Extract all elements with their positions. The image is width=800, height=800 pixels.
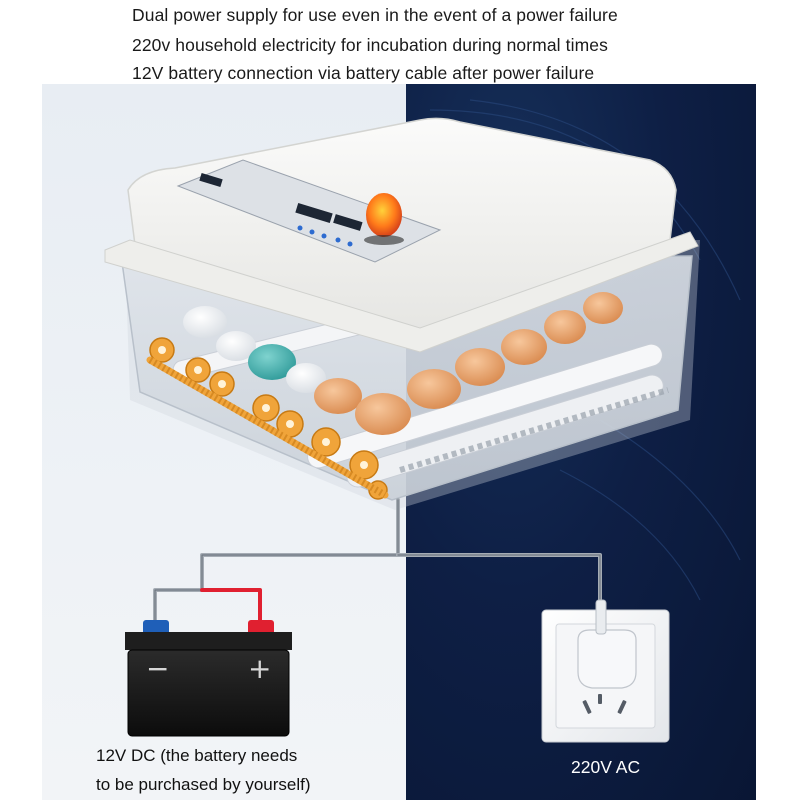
socket-holes	[582, 694, 627, 714]
battery-minus-symbol: −	[146, 652, 170, 685]
header-line-2: 220v household electricity for incubatio…	[132, 35, 608, 55]
battery-plus-symbol: +	[248, 652, 272, 685]
gear-centers	[158, 346, 368, 469]
battery	[125, 620, 292, 737]
power-cables	[153, 498, 602, 627]
socket-label: 220V AC	[571, 757, 641, 777]
candling-egg	[366, 193, 402, 237]
header-line-3: 12V battery connection via battery cable…	[132, 63, 595, 83]
control-buttons	[297, 225, 353, 247]
plug	[577, 629, 637, 689]
incubator	[104, 117, 700, 510]
header-line-1: Dual power supply for use even in the ev…	[132, 5, 618, 25]
battery-label-line-1: 12V DC (the battery needs	[96, 746, 298, 765]
display-screens	[199, 172, 363, 231]
battery-label-line-2: to be purchased by yourself)	[96, 775, 311, 794]
wall-socket	[541, 599, 670, 743]
eggs	[183, 292, 623, 435]
